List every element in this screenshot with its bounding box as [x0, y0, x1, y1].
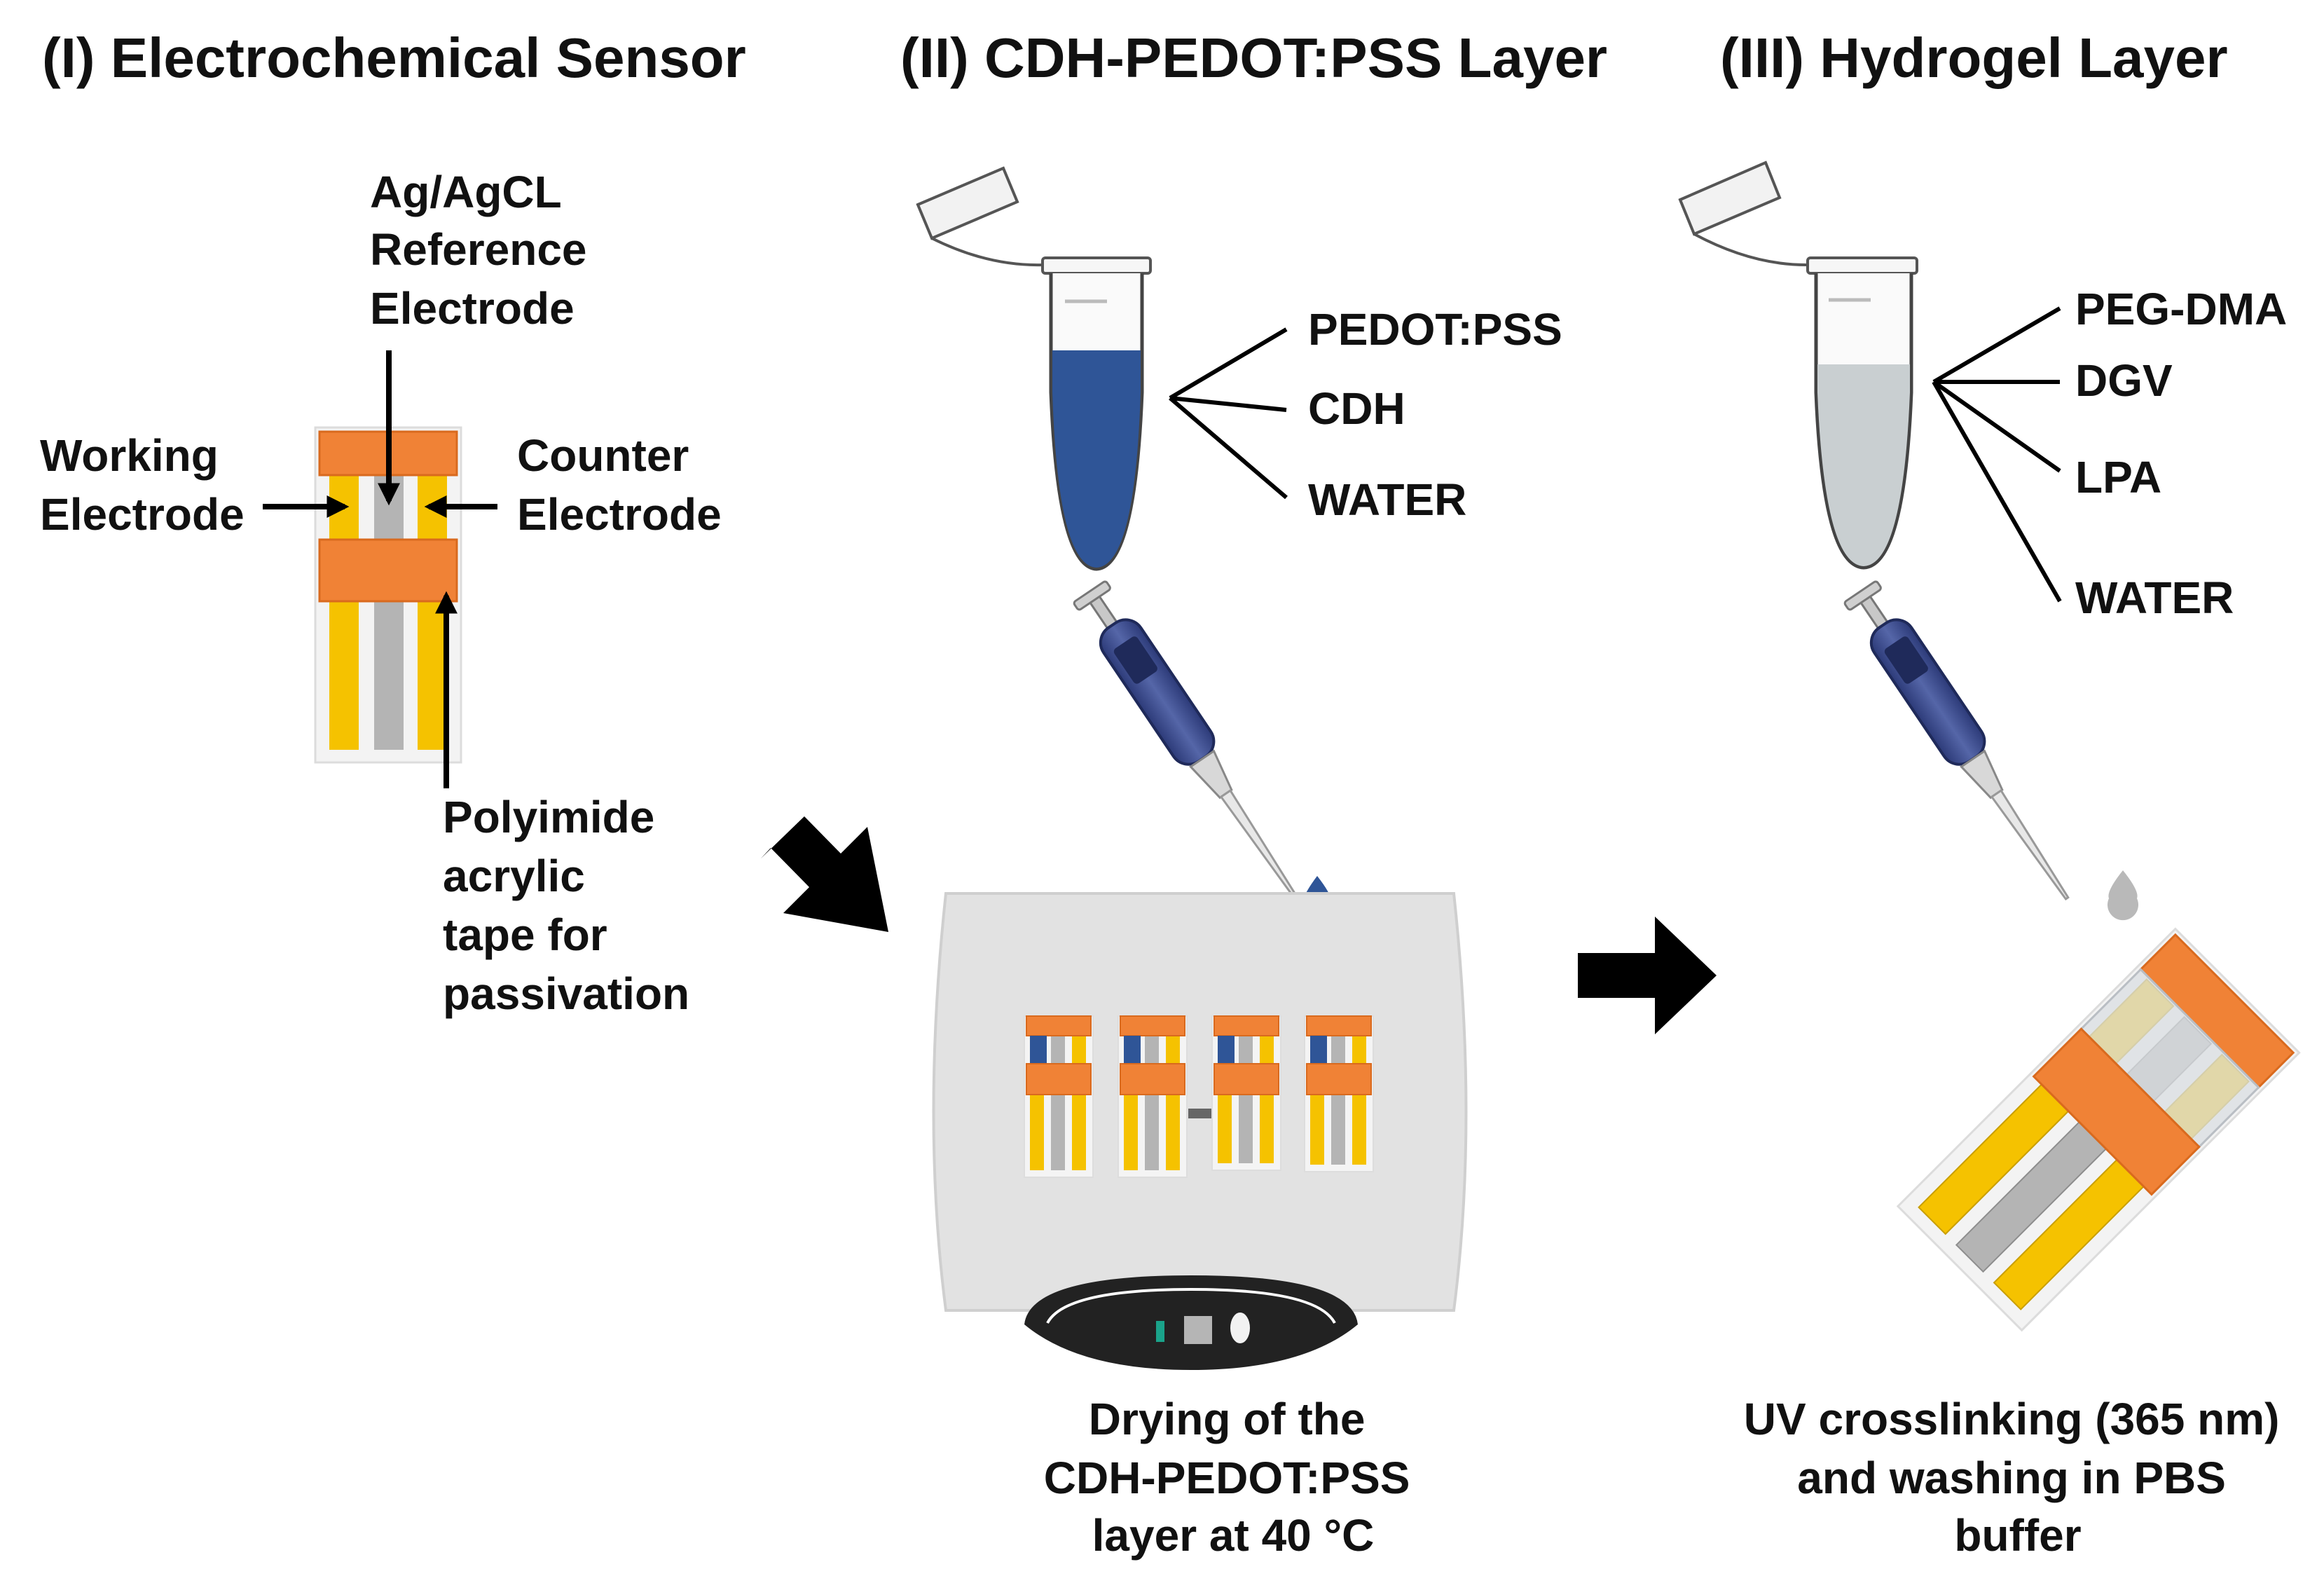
- component-dgv: DGV: [2075, 355, 2173, 406]
- reference-electrode-label: Ag/AgCL Reference Electrode: [370, 167, 599, 334]
- pipette-icon: [1073, 580, 1299, 901]
- cdh-layer-group: PEDOT:PSS CDH WATER: [916, 166, 1562, 1561]
- component-cdh: CDH: [1308, 383, 1405, 434]
- hotplate-icon: [932, 892, 1468, 1370]
- microcentrifuge-tube-icon: [1678, 160, 1918, 570]
- counter-electrode-trace: [418, 455, 447, 750]
- counter-electrode-label: Counter Electrode: [517, 430, 722, 540]
- arrow-right-icon: [761, 816, 888, 932]
- hydrogel-caption: UV crosslinking (365 nm) and washing in …: [1744, 1394, 2292, 1561]
- working-electrode-trace: [329, 455, 359, 750]
- arrow-right-icon: [1578, 917, 1717, 1034]
- component-lpa: LPA: [2075, 452, 2161, 502]
- hotplate-indicator: [1188, 1109, 1213, 1118]
- sensor-group: Ag/AgCL Reference Electrode Working Elec…: [40, 167, 722, 1019]
- passivation-tape-label: Polyimide acrylic tape for passivation: [443, 792, 689, 1019]
- hydrogel-droplet: [2107, 870, 2139, 921]
- mini-sensor: [1304, 1015, 1374, 1172]
- cdh-caption: Drying of the CDH-PEDOT:PSS layer at 40 …: [1044, 1394, 1423, 1561]
- cdh-component-lines: [1169, 327, 1288, 500]
- component-pedot-pss: PEDOT:PSS: [1308, 304, 1562, 355]
- pipette-icon: [1843, 580, 2070, 901]
- mini-sensor: [1024, 1015, 1094, 1178]
- mini-sensor: [1211, 1015, 1281, 1171]
- panel-title-sensor: (I) Electrochemical Sensor: [42, 27, 746, 89]
- mini-sensor: [1118, 1015, 1188, 1178]
- panel-title-cdh-layer: (II) CDH-PEDOT:PSS Layer: [900, 27, 1607, 89]
- hydrogel-component-lines: [1932, 306, 2062, 603]
- sensor-array-on-hotplate: [1024, 1015, 1374, 1178]
- hydrogel-coated-sensor: [1896, 927, 2301, 1332]
- panel-title-hydrogel-layer: (III) Hydrogel Layer: [1720, 27, 2228, 89]
- component-water: WATER: [2075, 573, 2234, 623]
- component-water: WATER: [1308, 474, 1466, 525]
- passivation-tape: [318, 538, 458, 603]
- hydrogel-layer-group: PEG-DMA DGV LPA WATER UV crosslinking (3…: [1678, 160, 2301, 1561]
- microcentrifuge-tube-icon: [916, 166, 1152, 571]
- working-electrode-label: Working Electrode: [40, 430, 245, 540]
- component-peg-dma: PEG-DMA: [2075, 284, 2287, 334]
